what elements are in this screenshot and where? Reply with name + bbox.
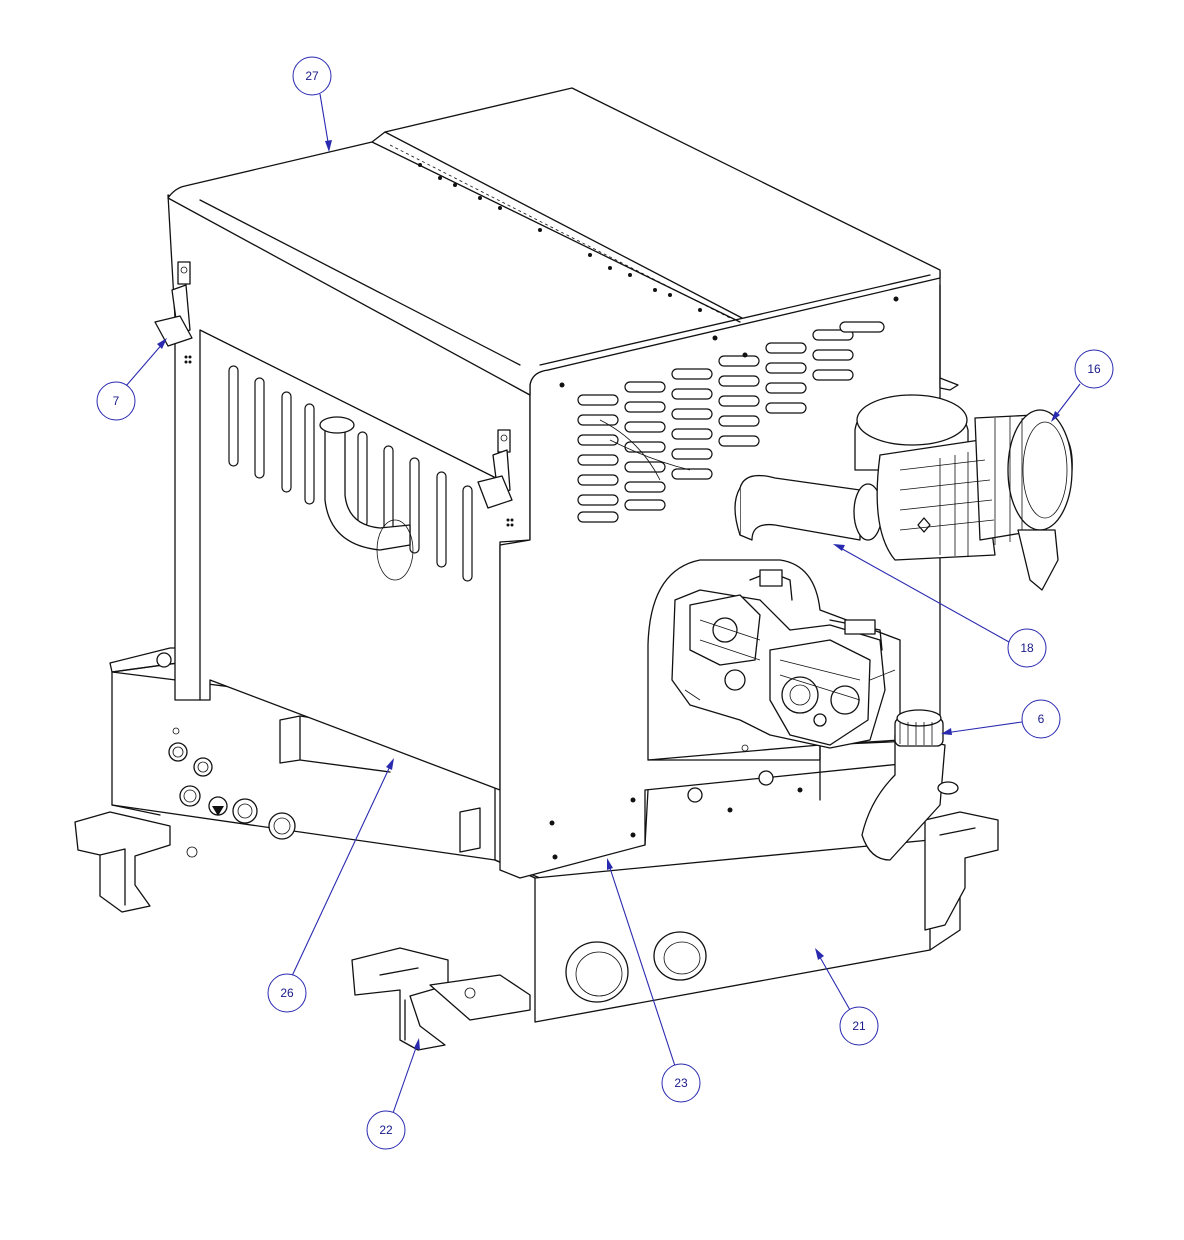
callout-label: 18	[1020, 641, 1034, 655]
callout-label: 6	[1038, 712, 1045, 726]
callout-6: 6	[941, 699, 1061, 739]
callout-label: 27	[305, 69, 319, 83]
filler-neck	[861, 709, 959, 861]
callout-16: 16	[1051, 349, 1114, 422]
callout-label: 22	[379, 1123, 393, 1137]
callout-label: 21	[852, 1019, 866, 1033]
callout-21: 21	[815, 948, 879, 1046]
hydraulic-pump	[671, 569, 896, 749]
side-vents	[228, 365, 473, 582]
latch-left[interactable]	[154, 261, 193, 364]
front-grille	[577, 321, 885, 523]
base-skid	[74, 647, 999, 1051]
callout-label: 23	[674, 1076, 688, 1090]
callout-7: 7	[96, 338, 167, 421]
latch-right[interactable]	[477, 429, 514, 527]
callout-23: 23	[607, 858, 701, 1103]
callout-27: 27	[292, 56, 332, 152]
callout-label: 16	[1087, 362, 1101, 376]
callout-18: 18	[833, 544, 1047, 668]
callout-label: 7	[113, 394, 120, 408]
hinge	[389, 144, 731, 319]
callout-22: 22	[366, 1038, 420, 1150]
callout-26: 26	[267, 758, 394, 1013]
air-cleaner	[734, 284, 1073, 591]
callout-label: 26	[280, 986, 294, 1000]
